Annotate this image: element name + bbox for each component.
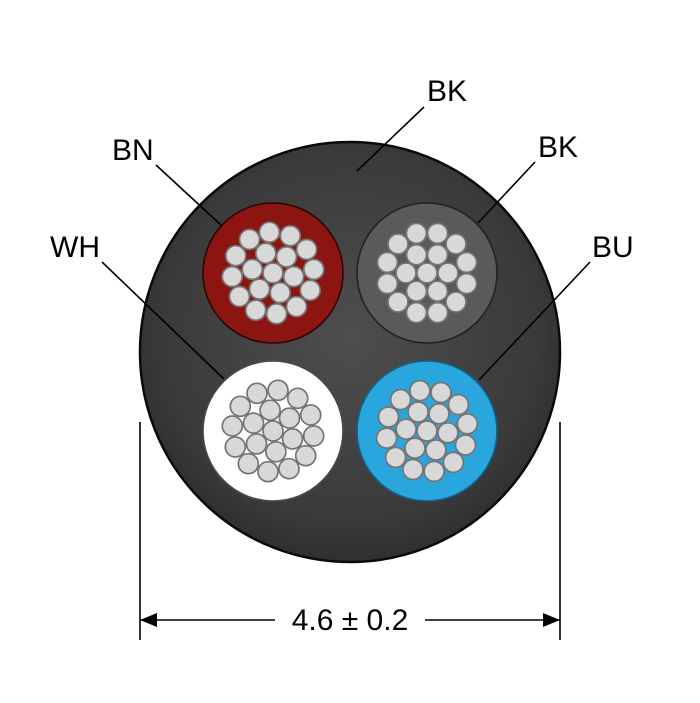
wire-strand (245, 433, 268, 455)
wire-strand (426, 243, 449, 266)
wire-strand (269, 281, 292, 304)
wire-strand (244, 299, 267, 322)
wire-strand (262, 420, 284, 442)
wire-strand (229, 395, 252, 418)
wire-strand (246, 382, 268, 405)
wire-strand (242, 412, 265, 434)
wire-strand (445, 291, 467, 313)
wire-strand (405, 301, 428, 324)
wire-strand (402, 458, 424, 481)
wire-strand (456, 413, 479, 435)
wire-strand (281, 428, 304, 450)
wire-strand (224, 244, 247, 267)
leader-conductor-bn (155, 164, 223, 227)
wire-strand (279, 224, 302, 247)
wire-strand (257, 460, 279, 483)
leader-conductor-bk (477, 161, 536, 224)
wire-strand (426, 280, 449, 303)
wire-strand (428, 402, 450, 425)
wire-strand (259, 399, 281, 422)
wire-strand (295, 238, 318, 261)
strand-cluster-blue (375, 379, 479, 483)
wire-strand (423, 460, 445, 483)
wire-strand (377, 406, 400, 428)
wire-strand (375, 427, 398, 449)
wire-strand (376, 272, 399, 295)
wire-strand (442, 451, 465, 474)
wire-strand (221, 415, 244, 437)
wire-strand (302, 425, 325, 447)
wire-strand (405, 222, 428, 245)
wire-strand (455, 272, 478, 295)
wire-strand (265, 302, 288, 325)
wire-strand (416, 262, 438, 284)
wire-strand (405, 280, 428, 303)
wire-strand (248, 278, 271, 300)
wire-strand (395, 262, 417, 284)
wire-strand (407, 401, 429, 423)
wire-strand (389, 388, 412, 411)
dimension-arrow-left (140, 613, 157, 627)
wire-strand (416, 420, 438, 442)
wire-strand (294, 444, 317, 467)
wire-strand (405, 243, 428, 266)
strand-cluster-black (376, 222, 478, 324)
wire-strand (224, 436, 247, 458)
leader-conductor-bu (478, 261, 591, 381)
wire-strand (437, 262, 459, 284)
wire-strand (282, 265, 305, 288)
wire-strand (278, 457, 300, 480)
wire-strand (447, 393, 470, 416)
wire-strand (409, 379, 431, 402)
label-jacket-bk: BK (427, 75, 467, 108)
leader-conductor-wh (101, 261, 225, 380)
wire-strand (426, 222, 449, 245)
wire-strand (455, 251, 478, 274)
wire-strand (221, 265, 244, 288)
wire-strand (258, 221, 281, 244)
label-conductor-bu: BU (592, 231, 634, 264)
wire-strand (254, 242, 277, 265)
wire-strand (437, 421, 459, 444)
wire-strand (404, 437, 426, 460)
wire-strand (445, 233, 467, 255)
wire-strand (387, 233, 409, 255)
wire-strand (425, 439, 447, 461)
wire-strand (426, 301, 449, 324)
leader-jacket-bk (356, 106, 425, 172)
wire-strand (299, 404, 322, 426)
wire-strand (267, 379, 289, 402)
wire-strand (286, 387, 309, 410)
dimension-value: 4.6 ± 0.2 (292, 604, 409, 637)
wire-strand (237, 452, 260, 475)
wire-strand (241, 258, 264, 281)
wire-strand (275, 246, 298, 268)
wire-strand (430, 381, 452, 404)
wire-strand (376, 251, 399, 274)
strand-cluster-brown (221, 221, 325, 325)
dimension-arrow-right (543, 613, 560, 627)
wire-strand (384, 446, 407, 469)
wire-strand (265, 440, 287, 463)
wire-strand (278, 407, 301, 429)
wire-strand (387, 291, 409, 313)
wire-strand (285, 295, 308, 318)
wire-strand (395, 418, 417, 441)
label-conductor-bk: BK (538, 131, 578, 164)
wire-strand (238, 228, 261, 251)
cable-jacket (138, 140, 562, 564)
strand-cluster-white (221, 379, 325, 483)
label-conductor-bn: BN (112, 134, 154, 167)
wire-strand (299, 279, 322, 302)
wire-strand (302, 258, 325, 281)
wire-strand (454, 434, 477, 456)
label-conductor-wh: WH (50, 231, 100, 264)
wire-strand (228, 285, 251, 308)
wire-strand (262, 262, 284, 284)
